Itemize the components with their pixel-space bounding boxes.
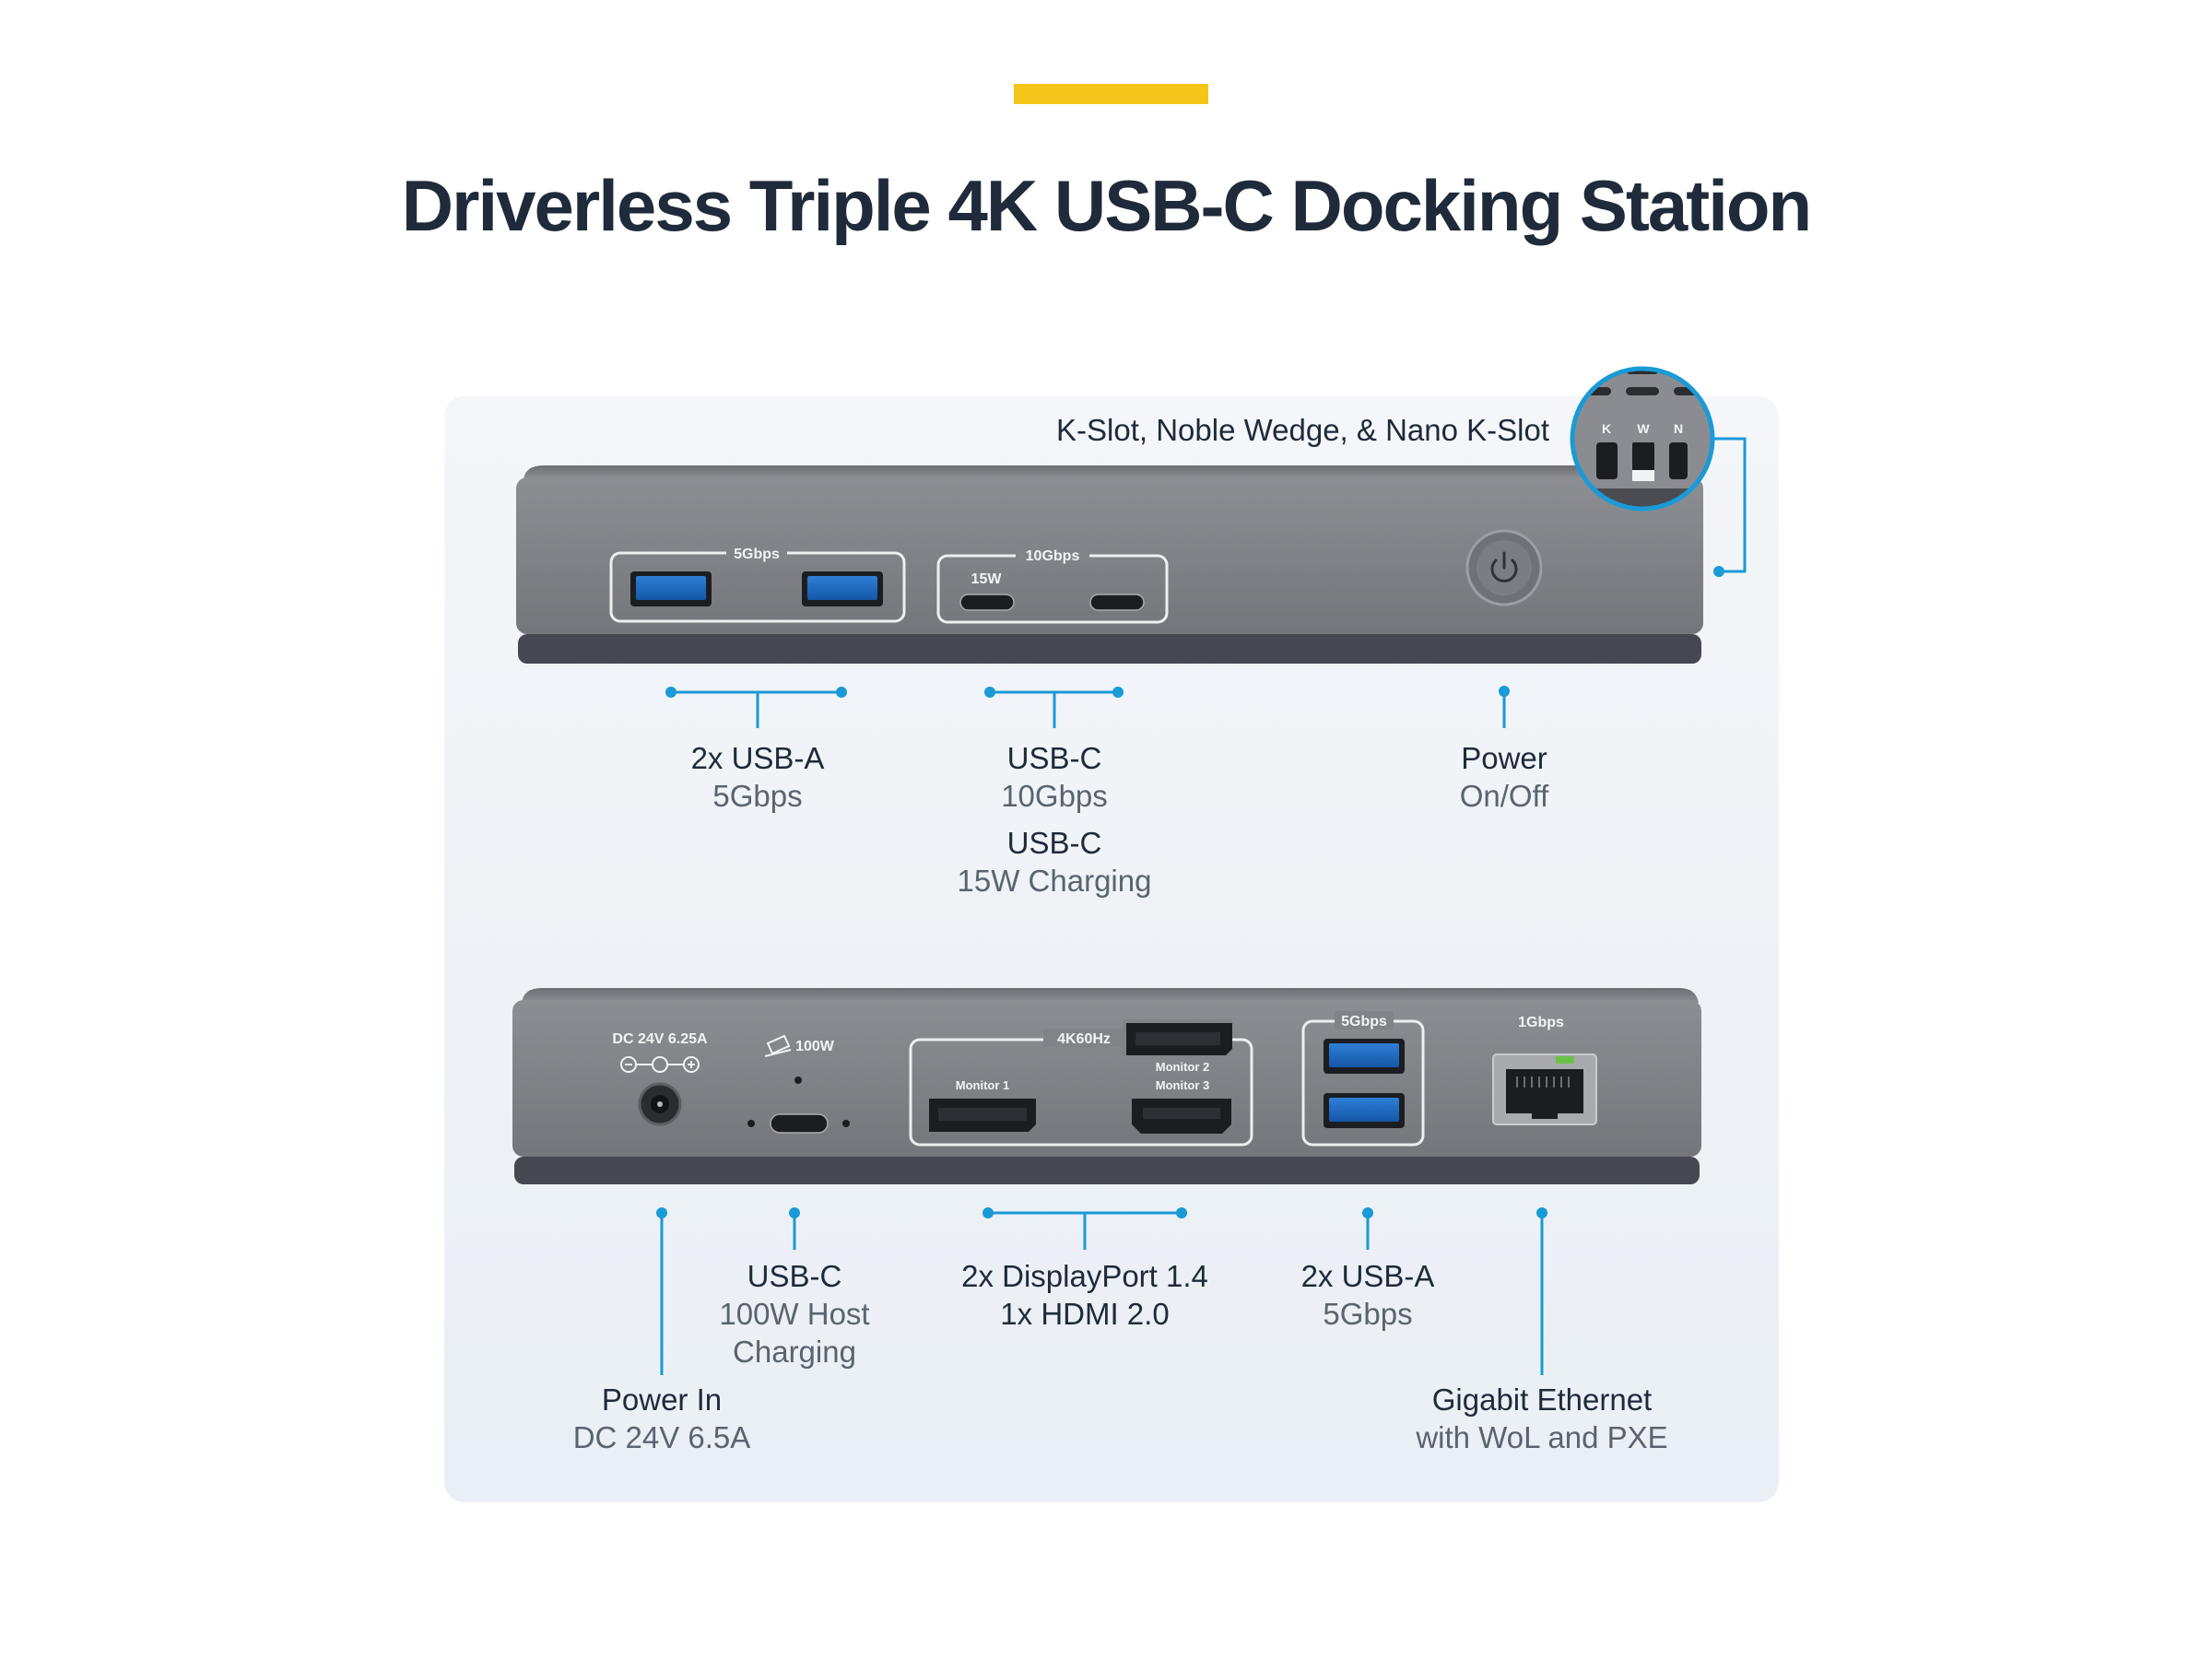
power-icon [1490,551,1518,582]
dc-polarity-icon [620,1056,700,1073]
rear-usba-group-label: 5Gbps [1341,1014,1387,1030]
video-callout: 2x DisplayPort 1.4 1x HDMI 2.0 [961,1259,1208,1331]
kslot-label: K-Slot, Noble Wedge, & Nano K-Slot [1056,413,1549,447]
page-title: Driverless Triple 4K USB-C Docking Stati… [401,165,1812,246]
ethernet-callout: Gigabit Ethernet with WoL and PXE [1416,1382,1668,1454]
svg-text:W: W [1637,421,1650,436]
power-callout: Power On/Off [1459,741,1549,813]
power-in-callout: Power In DC 24V 6.5A [572,1382,751,1454]
front-base [518,634,1701,664]
front-usba-callout: 2x USB-A 5Gbps [690,741,825,813]
rear-top-edge [522,988,1699,1003]
front-callout-lines [665,437,1747,728]
front-usba-group-label: 5Gbps [734,547,780,562]
kslot-zoom: K W N [1570,366,1715,512]
nano-k-slot [1669,442,1688,479]
front-top-edge [524,465,1700,479]
rear-usba-callout: 2x USB-A 5Gbps [1300,1259,1435,1331]
front-usbc-callout: USB-C 10Gbps USB-C 15W Charging [957,741,1152,898]
rear-device: DC 24V 6.25A 100W 4K60Hz Monitor 2 Monit… [512,988,1701,1184]
svg-text:N: N [1674,421,1683,436]
dc-input-label: DC 24V 6.25A [612,1031,708,1047]
rear-callout-lines [656,1207,1547,1375]
k-slot [1596,442,1618,479]
front-usbc-port-2[interactable] [1089,594,1145,611]
front-usbc-group-label: 10Gbps [1026,548,1080,564]
monitor-2-label: Monitor 2 [1156,1060,1210,1074]
front-usbc-15w-label: 15W [971,571,1003,587]
rear-usbc-label: 100W [795,1039,835,1054]
rear-usbc-port[interactable] [770,1113,829,1134]
noble-wedge-slot [1632,442,1654,474]
rear-usbc-callout: USB-C 100W Host Charging [719,1259,870,1369]
front-device: 5Gbps 10Gbps 15W [516,465,1703,664]
video-group-label: 4K60Hz [1057,1031,1111,1047]
monitor-1-label: Monitor 1 [956,1078,1010,1092]
accent-bar [1014,84,1208,104]
front-usbc-port-1[interactable] [959,594,1015,611]
laptop-icon [764,1034,792,1057]
ethernet-label: 1Gbps [1518,1015,1564,1030]
monitor-3-label: Monitor 3 [1156,1078,1210,1092]
rear-base [514,1157,1700,1184]
svg-text:K: K [1602,421,1611,436]
ethernet-link-led [1556,1056,1574,1064]
